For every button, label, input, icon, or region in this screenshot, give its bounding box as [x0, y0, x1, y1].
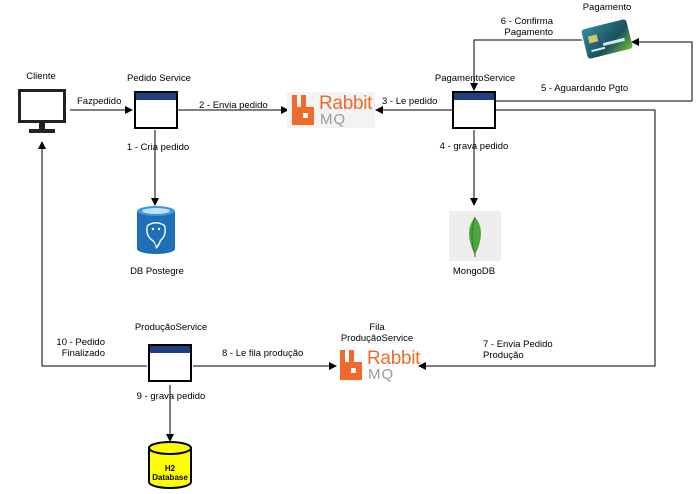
rabbitmq-logo: Rabbit MQ — [287, 92, 375, 128]
cria-pedido-label: 1 - Cria pedido — [126, 142, 190, 153]
mongodb-label: MongoDB — [452, 266, 496, 277]
h2-database-label: H2 Database — [152, 464, 188, 482]
postgres-db-icon — [135, 205, 177, 255]
pedido-finalizado-label: 10 - Pedido Finalizado — [56, 337, 105, 359]
edge-envia-producao — [418, 109, 656, 370]
fila-producao-title: Fila ProduçãoService — [340, 322, 414, 344]
rabbit-text-2: Rabbit — [367, 348, 421, 369]
edge-confirma-pagamento — [470, 39, 582, 91]
pedido-service-window — [134, 91, 178, 129]
credit-card-icon — [580, 16, 634, 62]
postgres-label: DB Postegre — [130, 266, 184, 277]
edge-aguardando-pgto — [496, 38, 693, 102]
h2-database-icon — [147, 441, 193, 489]
pagamento-service-window — [452, 91, 496, 129]
pagamento-title: Pagamento — [582, 2, 632, 13]
monitor-icon — [17, 88, 67, 136]
producao-service-title: ProduçãoService — [134, 322, 208, 333]
confirma-pagamento-label: 6 - Confirma Pagamento — [500, 16, 553, 38]
grava-pedido-mongo-label: 4 - grava pedido — [439, 141, 509, 152]
rabbitmq-fila-logo: Rabbit MQ — [335, 347, 423, 383]
mq-text: MQ — [320, 111, 347, 128]
fazpedido-label: Fazpedido — [77, 96, 122, 107]
mongodb-icon — [449, 211, 501, 261]
producao-service-window — [148, 344, 192, 382]
mq-text-2: MQ — [368, 366, 395, 383]
pedido-service-title: Pedido Service — [127, 73, 191, 84]
edge-pedido-finalizado — [38, 141, 147, 367]
grava-pedido-h2-label: 9 - grava pedido — [136, 391, 206, 402]
pagamento-service-title: PagamentoService — [434, 73, 516, 84]
envia-producao-label: 7 - Envia Pedido Produção — [483, 339, 553, 361]
cliente-label: Cliente — [26, 71, 56, 82]
aguardando-pgto-label: 5 - Aguardando Pgto — [541, 83, 629, 94]
envia-pedido-label: 2 - Envia pedido — [199, 100, 268, 111]
rabbit-text: Rabbit — [319, 93, 373, 114]
le-pedido-label: 3 - Le pedido — [382, 96, 438, 107]
le-fila-label: 8 - Le fila produção — [222, 348, 304, 359]
